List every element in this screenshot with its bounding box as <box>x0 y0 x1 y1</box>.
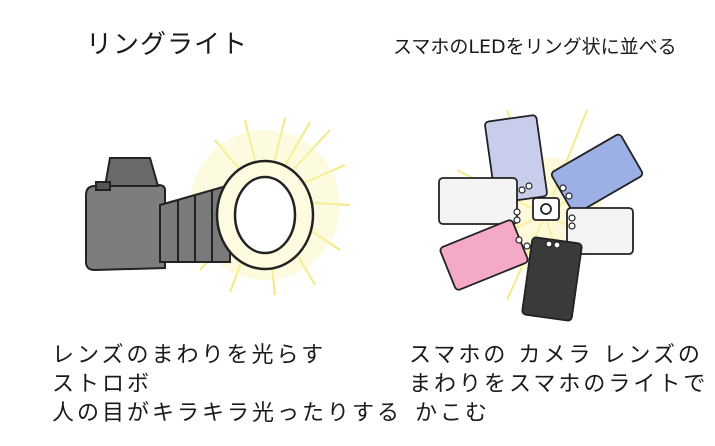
phone-dark <box>521 236 583 322</box>
left-panel: リングライト <box>0 0 399 446</box>
caption-line-1: レンズのまわりを光らす <box>52 343 327 368</box>
caption-line-1: スマホの カメラ レンズの <box>409 343 703 368</box>
phone-ring-title: スマホのLEDをリング状に並べる <box>393 36 677 58</box>
phone-ring-illustration <box>438 109 644 322</box>
center-camera-lens <box>532 197 560 221</box>
phone-camera-dots <box>513 182 576 250</box>
caption-line-2: ストロボ <box>52 372 153 397</box>
phone-blue <box>550 133 644 215</box>
phone-left-white <box>438 177 518 225</box>
phone-ring-caption: スマホの カメラ レンズの まわりをスマホのライトで かこむ <box>409 341 708 428</box>
caption-line-3: 人の目がキラキラ光ったりする <box>52 401 403 426</box>
ring-light-title: リングライト <box>86 30 249 60</box>
phone-right-white <box>566 207 634 255</box>
caption-line-2: まわりをスマホのライトで <box>409 372 709 397</box>
caption-line-3: かこむ <box>415 401 491 426</box>
right-panel: スマホのLEDをリング状に並べる <box>357 0 715 446</box>
camera-body <box>85 157 166 272</box>
camera-ring-light-illustration <box>85 117 351 296</box>
ring-light-caption: レンズのまわりを光らす ストロボ 人の目がキラキラ光ったりする <box>52 341 402 428</box>
ring-light <box>215 159 315 271</box>
lens-barrel <box>159 183 231 263</box>
